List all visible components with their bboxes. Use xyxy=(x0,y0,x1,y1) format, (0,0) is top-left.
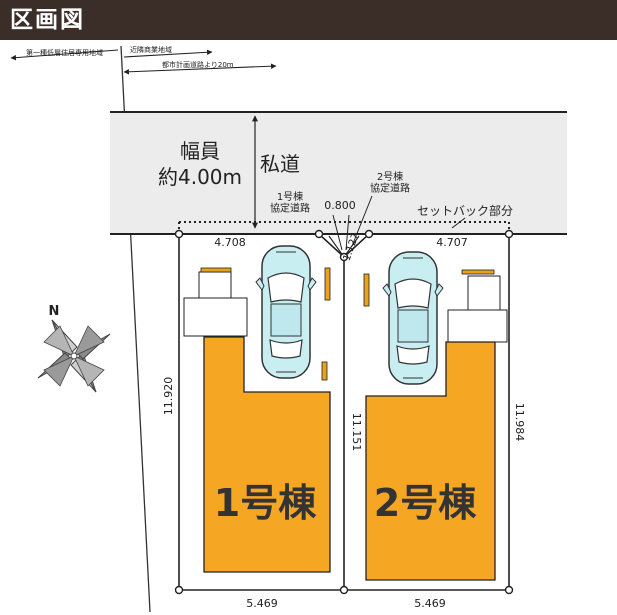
compass-icon xyxy=(37,319,111,393)
lot1-building xyxy=(203,336,331,573)
corner-width-dimension: 1.127 xyxy=(342,232,362,263)
commercial-zone-label: 近隣商業地域 xyxy=(130,45,172,54)
planned-road-label: 都市計画道路より20m xyxy=(162,60,234,69)
setback-line xyxy=(179,221,510,234)
lot1-rear-dimension: 5.469 xyxy=(246,597,278,610)
agreement-leader-3 xyxy=(351,195,373,247)
setback-leader xyxy=(451,217,466,229)
agreement-width-label: 0.800 xyxy=(324,199,356,212)
lot2-rear-dimension: 5.469 xyxy=(414,597,446,610)
road-type-label: 私道 xyxy=(260,152,300,176)
page-title: 区画図 xyxy=(10,6,85,33)
lot2-car-icon xyxy=(382,251,444,385)
lot2-depth-dimension: 11.984 xyxy=(513,403,526,442)
lot1-entrance xyxy=(198,271,232,299)
residential-zone-label: 第一種低層住居専用地域 xyxy=(26,48,103,57)
lot1-car-icon xyxy=(255,245,317,379)
lot-plan: 第一種低層住居専用地域 近隣商業地域 都市計画道路より20m 幅員 約4.00m… xyxy=(10,45,567,613)
lot1-parking-mark xyxy=(324,267,331,301)
lot2-name: 2号棟 xyxy=(374,481,477,525)
lot1-depth-dimension: 11.920 xyxy=(162,377,175,416)
lot1-porch xyxy=(183,297,248,337)
commercial-zone-arrow-icon xyxy=(123,49,213,58)
boundary-markers xyxy=(174,229,514,595)
lot2-building xyxy=(365,341,496,581)
lot2-entrance xyxy=(467,275,501,311)
header-bar: 区画図 xyxy=(0,0,617,40)
setback-label: セットバック部分 xyxy=(417,203,513,218)
lot2-porch xyxy=(447,309,508,343)
lot2-entrance-mark xyxy=(461,269,495,275)
middle-depth-dimension: 11.151 xyxy=(350,413,363,452)
lot1-front-dimension: 4.708 xyxy=(214,236,246,249)
road-width-value: 約4.00m xyxy=(158,165,242,189)
lot1-entrance-mark xyxy=(200,267,232,273)
planned-road-arrow-icon xyxy=(123,63,277,75)
north-label: N xyxy=(49,304,60,319)
agreement-leader-1 xyxy=(332,214,343,251)
lot1-name: 1号棟 xyxy=(214,481,317,525)
residential-zone-arrow-icon xyxy=(10,49,119,61)
lot1-parking-mark-2 xyxy=(321,361,328,381)
lot2-front-dimension: 4.707 xyxy=(436,236,468,249)
lot2-agreement-label: 2号棟協定道路 xyxy=(370,170,410,195)
lot1-agreement-label: 1号棟協定道路 xyxy=(270,190,310,215)
lot2-parking-mark xyxy=(363,273,370,307)
private-road xyxy=(110,112,567,234)
road-width-label: 幅員 xyxy=(180,139,220,163)
agreement-leader-2 xyxy=(345,214,350,251)
